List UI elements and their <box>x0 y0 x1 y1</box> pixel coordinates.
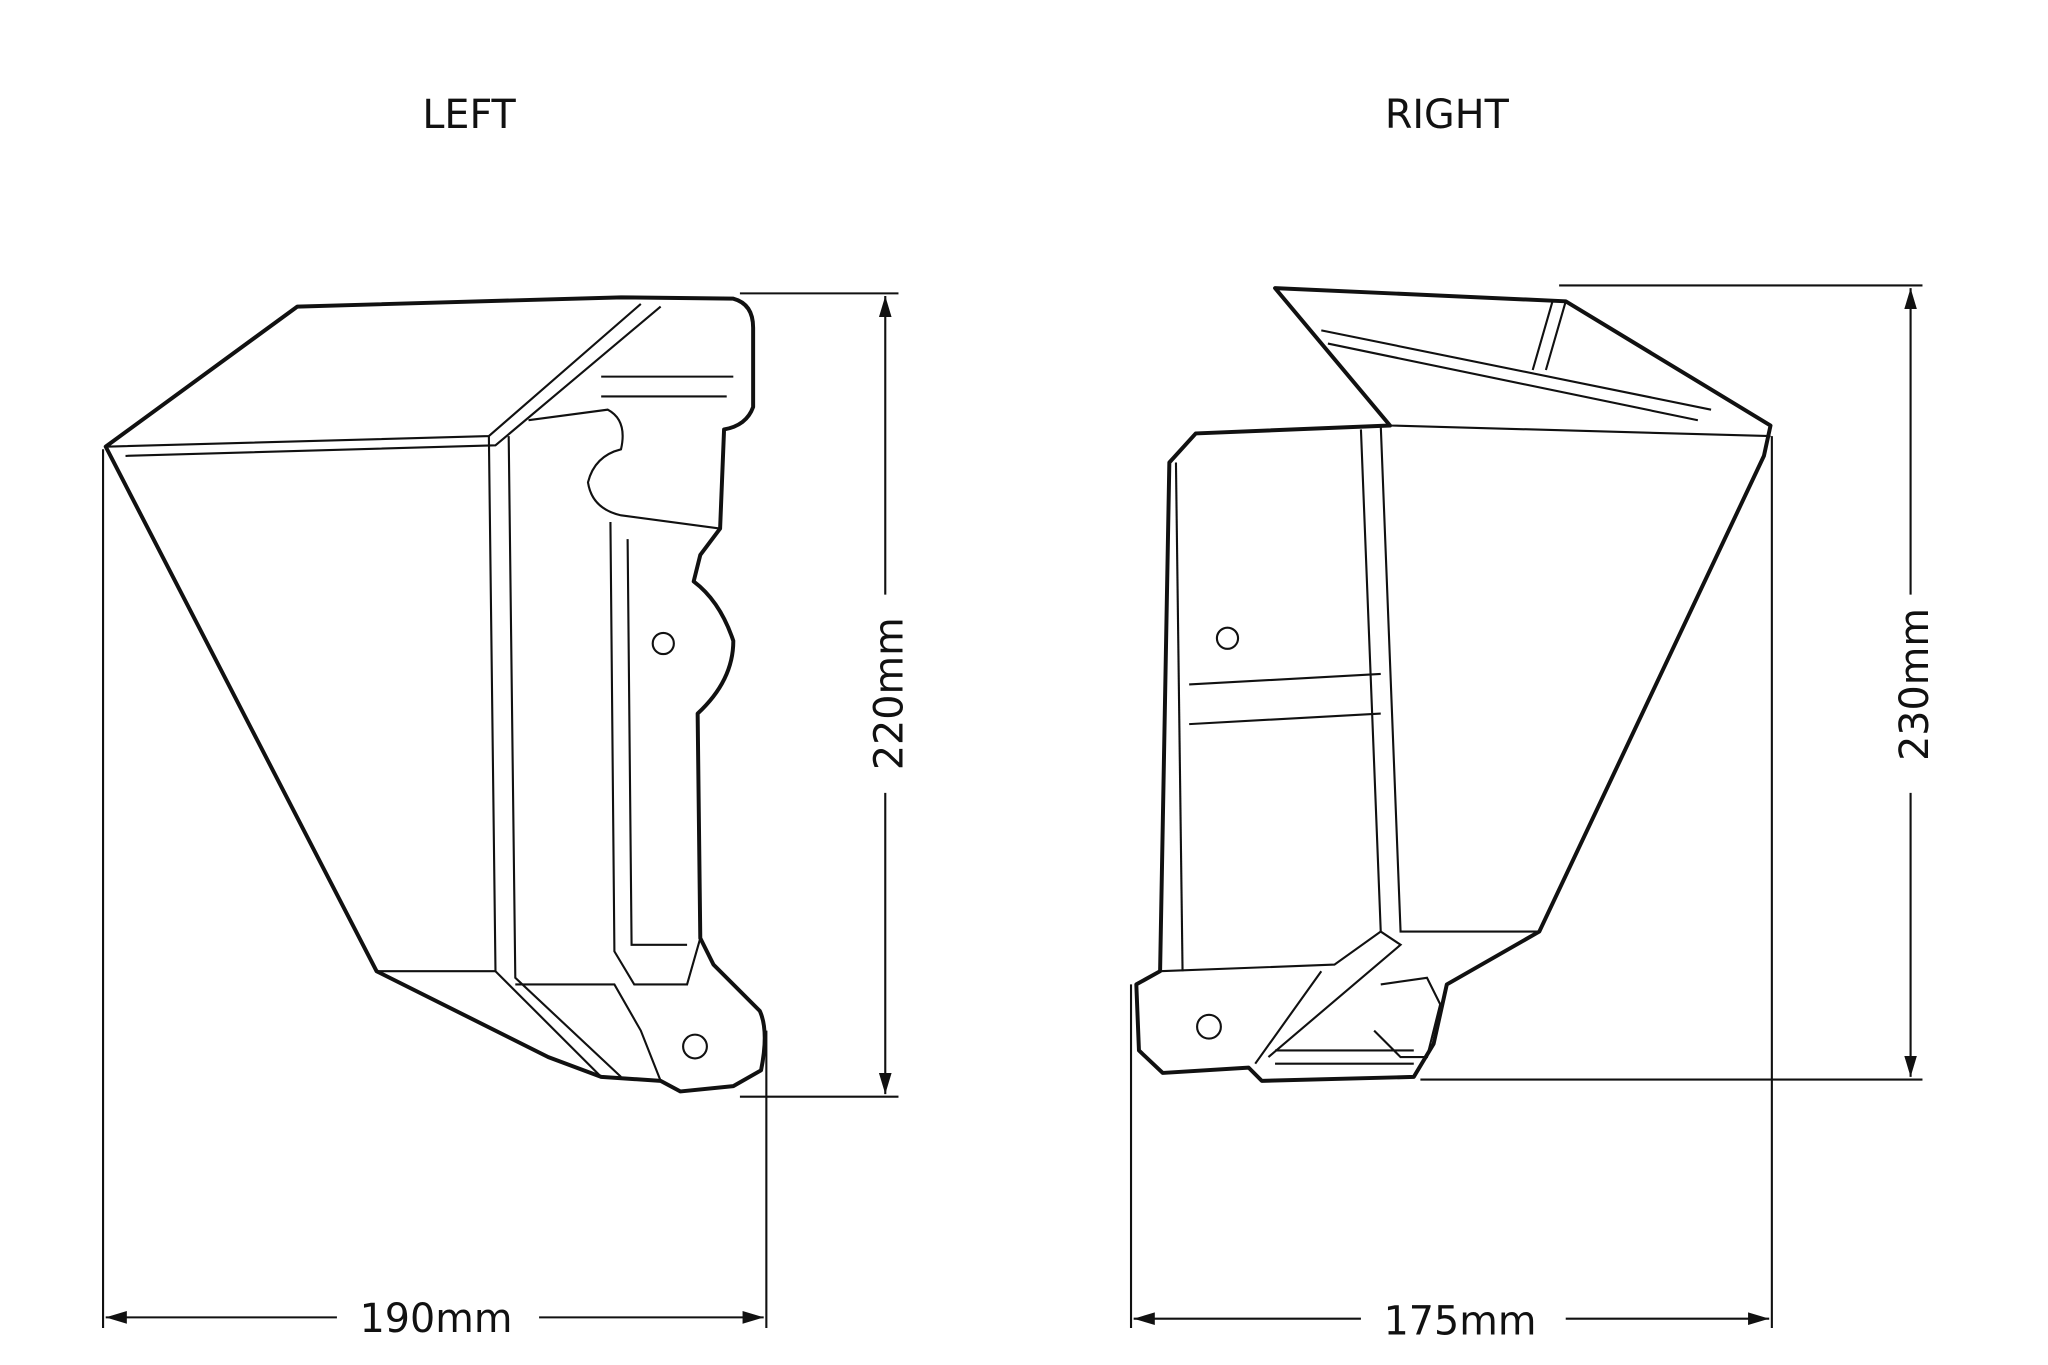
left-width-label: 190mm <box>360 1296 513 1342</box>
mounting-hole <box>1196 1013 1222 1040</box>
left-height-label: 220mm <box>866 617 912 770</box>
right-part-drawing: RIGHT <box>1134 92 1773 1083</box>
mounting-hole <box>1215 626 1240 650</box>
right-title: RIGHT <box>1385 92 1510 138</box>
mounting-hole <box>682 1033 708 1060</box>
left-title: LEFT <box>422 92 516 138</box>
right-width-label: 175mm <box>1384 1299 1537 1345</box>
right-dimensions: 230mm 175mm <box>1129 284 1938 1345</box>
mounting-hole <box>651 631 675 656</box>
left-part-drawing: LEFT <box>103 92 767 1094</box>
left-dimensions: 220mm 190mm <box>102 292 912 1342</box>
right-height-label: 230mm <box>1892 608 1938 761</box>
